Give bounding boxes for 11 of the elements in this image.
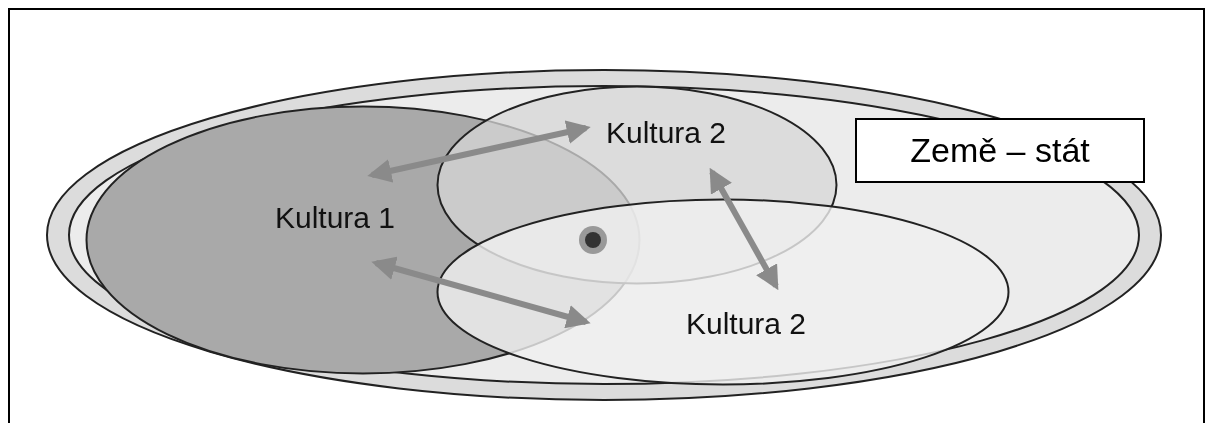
culture-label: Kultura 2 — [604, 115, 728, 151]
dot-marker — [578, 225, 608, 255]
culture-ellipse — [436, 198, 1010, 386]
label-box — [855, 118, 1145, 183]
double-arrow — [709, 167, 779, 291]
country-ellipse — [45, 68, 1163, 402]
country-label: Země – stát — [910, 130, 1090, 171]
culture-label: Kultura 1 — [273, 200, 397, 236]
double-arrow — [367, 120, 591, 183]
double-arrow — [371, 256, 591, 329]
culture-label: Kultura 2 — [684, 306, 808, 342]
